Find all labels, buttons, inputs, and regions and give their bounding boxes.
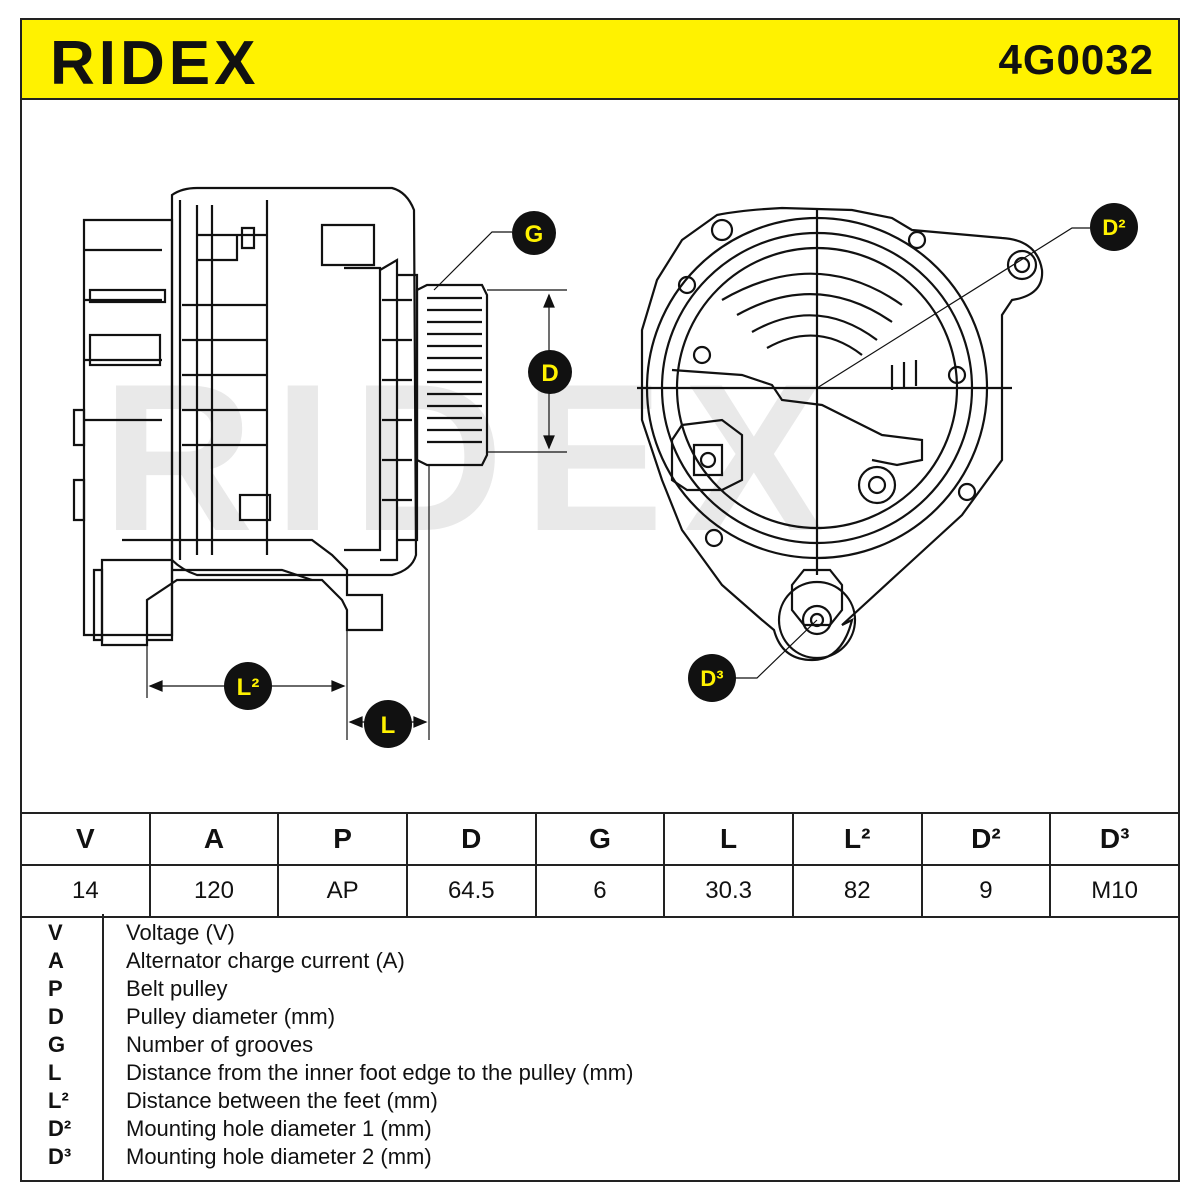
badge-d2: D² xyxy=(1090,203,1138,251)
spec-value-cell: 14 xyxy=(20,864,151,918)
spec-header-cell: P xyxy=(277,812,408,866)
brand-logo-text: RIDEX xyxy=(50,29,259,96)
legend-text: Number of grooves xyxy=(126,1032,314,1057)
spec-table: V A P D G L L² D² D³ 14 120 AP 64.5 6 30… xyxy=(20,812,1180,918)
legend-item: P Belt pulley xyxy=(22,976,1178,1004)
legend-item: D² Mounting hole diameter 1 (mm) xyxy=(22,1116,1178,1144)
badge-d3: D³ xyxy=(688,654,736,702)
legend-key: P xyxy=(48,976,63,1001)
legend-item: D³ Mounting hole diameter 2 (mm) xyxy=(22,1144,1178,1172)
spec-value-cell: 64.5 xyxy=(405,864,537,918)
badge-d: D xyxy=(528,350,572,394)
spec-header-cell: A xyxy=(148,812,280,866)
legend: V Voltage (V) A Alternator charge curren… xyxy=(20,914,1180,1182)
watermark-logo: RIDEX xyxy=(102,340,844,575)
legend-text: Pulley diameter (mm) xyxy=(126,1004,336,1029)
legend-text: Distance from the inner foot edge to the… xyxy=(126,1060,634,1085)
legend-item: G Number of grooves xyxy=(22,1032,1178,1060)
legend-text: Belt pulley xyxy=(126,976,228,1001)
leader-lines xyxy=(734,227,1090,679)
legend-item: L² Distance between the feet (mm) xyxy=(22,1088,1178,1116)
legend-item: L Distance from the inner foot edge to t… xyxy=(22,1060,1178,1088)
spec-header-cell: L² xyxy=(791,812,923,866)
side-view xyxy=(72,186,489,647)
legend-key: A xyxy=(48,948,64,973)
badge-l2: L² xyxy=(224,662,272,710)
spec-header-cell: V xyxy=(20,812,151,866)
badge-d-label: D xyxy=(541,360,558,387)
legend-key: D xyxy=(48,1004,64,1029)
badge-l-label: L xyxy=(381,712,396,739)
spec-header-cell: G xyxy=(534,812,666,866)
front-view xyxy=(637,206,1044,662)
spec-value-cell: M10 xyxy=(1049,864,1180,918)
legend-text: Mounting hole diameter 1 (mm) xyxy=(126,1116,432,1141)
spec-value-cell: 82 xyxy=(791,864,923,918)
badge-g-label: G xyxy=(525,221,544,248)
technical-drawing: RIDEX xyxy=(22,100,1178,812)
legend-text: Voltage (V) xyxy=(126,920,235,945)
legend-item: V Voltage (V) xyxy=(22,920,1178,948)
legend-key: D³ xyxy=(48,1144,72,1169)
header-bar: RIDEX 4G0032 xyxy=(20,18,1180,100)
spec-value-cell: 9 xyxy=(920,864,1052,918)
legend-item: D Pulley diameter (mm) xyxy=(22,1004,1178,1032)
badge-g: G xyxy=(512,211,556,255)
spec-header-row: V A P D G L L² D² D³ xyxy=(20,812,1180,866)
spec-value-cell: 30.3 xyxy=(663,864,794,918)
legend-key: V xyxy=(48,920,63,945)
legend-key: D² xyxy=(48,1116,72,1141)
legend-text: Distance between the feet (mm) xyxy=(126,1088,438,1113)
spec-value-cell: AP xyxy=(277,864,408,918)
spec-value-cell: 120 xyxy=(148,864,280,918)
spec-header-cell: D² xyxy=(920,812,1052,866)
badge-l2-label: L² xyxy=(237,674,260,701)
legend-key: L xyxy=(48,1060,62,1085)
badge-l: L xyxy=(364,700,412,748)
spec-value-row: 14 120 AP 64.5 6 30.3 82 9 M10 xyxy=(20,864,1180,918)
spec-header-cell: L xyxy=(663,812,794,866)
legend-key: L² xyxy=(48,1088,69,1113)
legend-divider xyxy=(102,914,104,1180)
spec-header-cell: D xyxy=(405,812,537,866)
legend-key: G xyxy=(48,1032,66,1057)
legend-item: A Alternator charge current (A) xyxy=(22,948,1178,976)
legend-text: Alternator charge current (A) xyxy=(126,948,405,973)
badge-d2-label: D² xyxy=(1102,215,1125,240)
part-number: 4G0032 xyxy=(998,36,1154,83)
legend-text: Mounting hole diameter 2 (mm) xyxy=(126,1144,432,1169)
brand-logo: RIDEX xyxy=(46,24,326,101)
badge-d3-label: D³ xyxy=(700,666,723,691)
spec-header-cell: D³ xyxy=(1049,812,1180,866)
spec-value-cell: 6 xyxy=(534,864,666,918)
